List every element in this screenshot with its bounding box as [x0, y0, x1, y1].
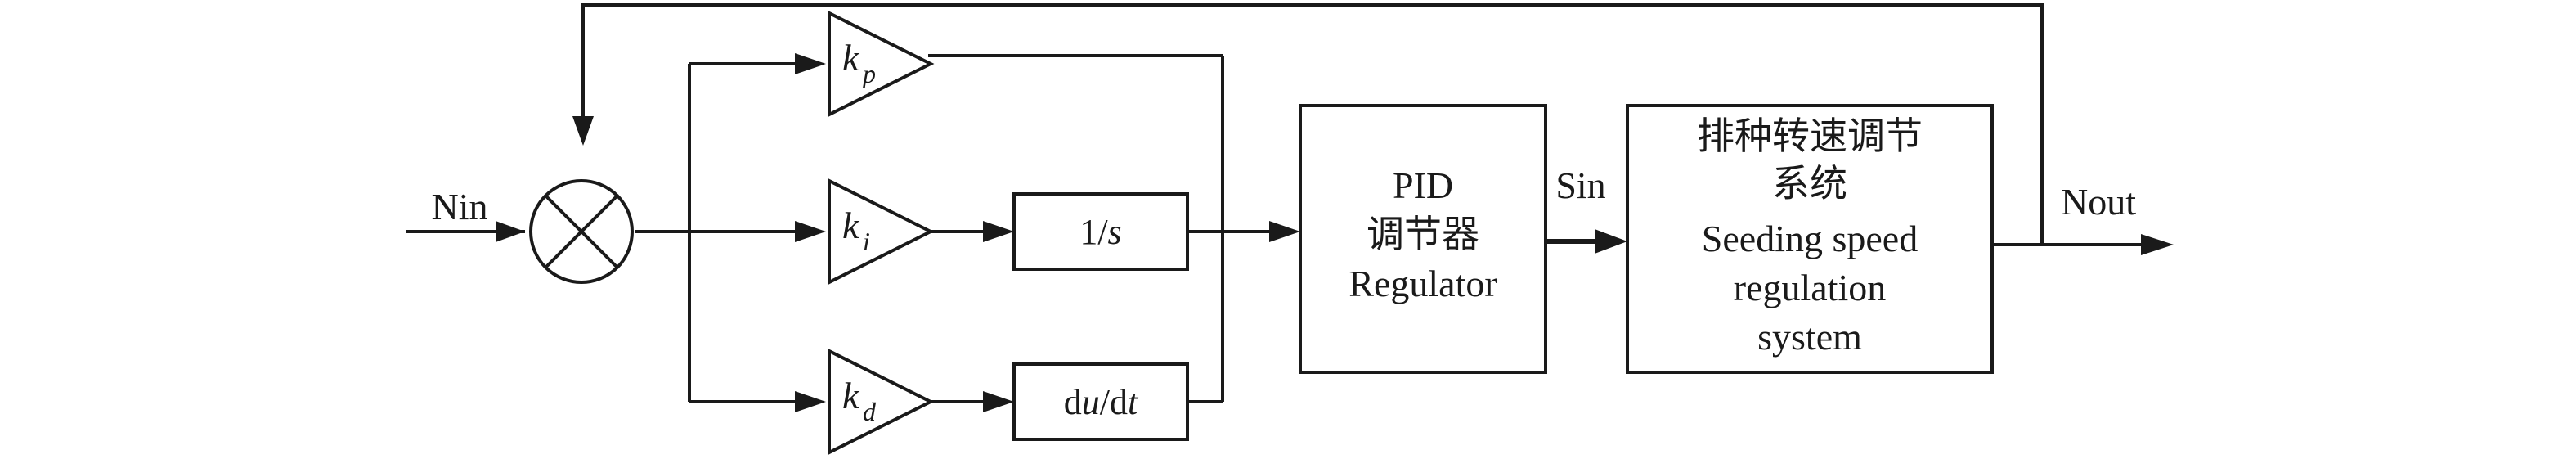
gain-kd-k: k	[842, 375, 860, 416]
gain-kp-block: k p	[828, 10, 935, 118]
gain-kp-k: k	[842, 37, 860, 79]
integrator-label: 1/s	[1079, 212, 1121, 252]
kp-arrow	[795, 53, 826, 74]
derivative-block: du/dt	[1012, 362, 1189, 441]
pid-line2: 调节器	[1367, 214, 1479, 255]
plant-line5: system	[1757, 316, 1862, 358]
plant-line1: 排种转速调节	[1697, 115, 1923, 157]
pid-regulator-block: PID 调节器 Regulator	[1299, 104, 1547, 374]
seeding-speed-system-block: 排种转速调节 系统 Seeding speed regulation syste…	[1626, 104, 1994, 374]
gain-kd-sub: d	[863, 397, 877, 426]
sin-arrow	[1595, 229, 1627, 254]
integrator-arrow	[983, 221, 1014, 242]
sin-label: Sin	[1555, 164, 1605, 206]
plant-line4: regulation	[1734, 267, 1887, 308]
gain-ki-block: k i	[828, 178, 935, 286]
gain-kd-block: k d	[828, 348, 935, 456]
pid-line3: Regulator	[1349, 263, 1497, 304]
gain-ki-sub: i	[863, 227, 870, 256]
pid-input-arrow	[1269, 221, 1300, 242]
output-label: Nout	[2061, 181, 2136, 223]
input-label: Nin	[432, 186, 488, 227]
derivative-arrow	[983, 391, 1014, 412]
input-arrow	[496, 221, 525, 242]
summing-junction	[529, 179, 634, 284]
derivative-label: du/dt	[1064, 382, 1139, 422]
feedback-line	[581, 3, 2044, 245]
feedback-arrow	[572, 116, 594, 146]
kd-arrow	[795, 391, 826, 412]
gain-ki-k: k	[842, 205, 860, 246]
output-arrow	[2141, 234, 2174, 255]
gain-kp-sub: p	[861, 59, 876, 88]
integrator-block: 1/s	[1012, 192, 1189, 271]
plant-line2: 系统	[1772, 163, 1847, 205]
pid-line1: PID	[1393, 164, 1453, 206]
plant-line3: Seeding speed	[1702, 218, 1918, 259]
ki-arrow	[795, 221, 826, 242]
